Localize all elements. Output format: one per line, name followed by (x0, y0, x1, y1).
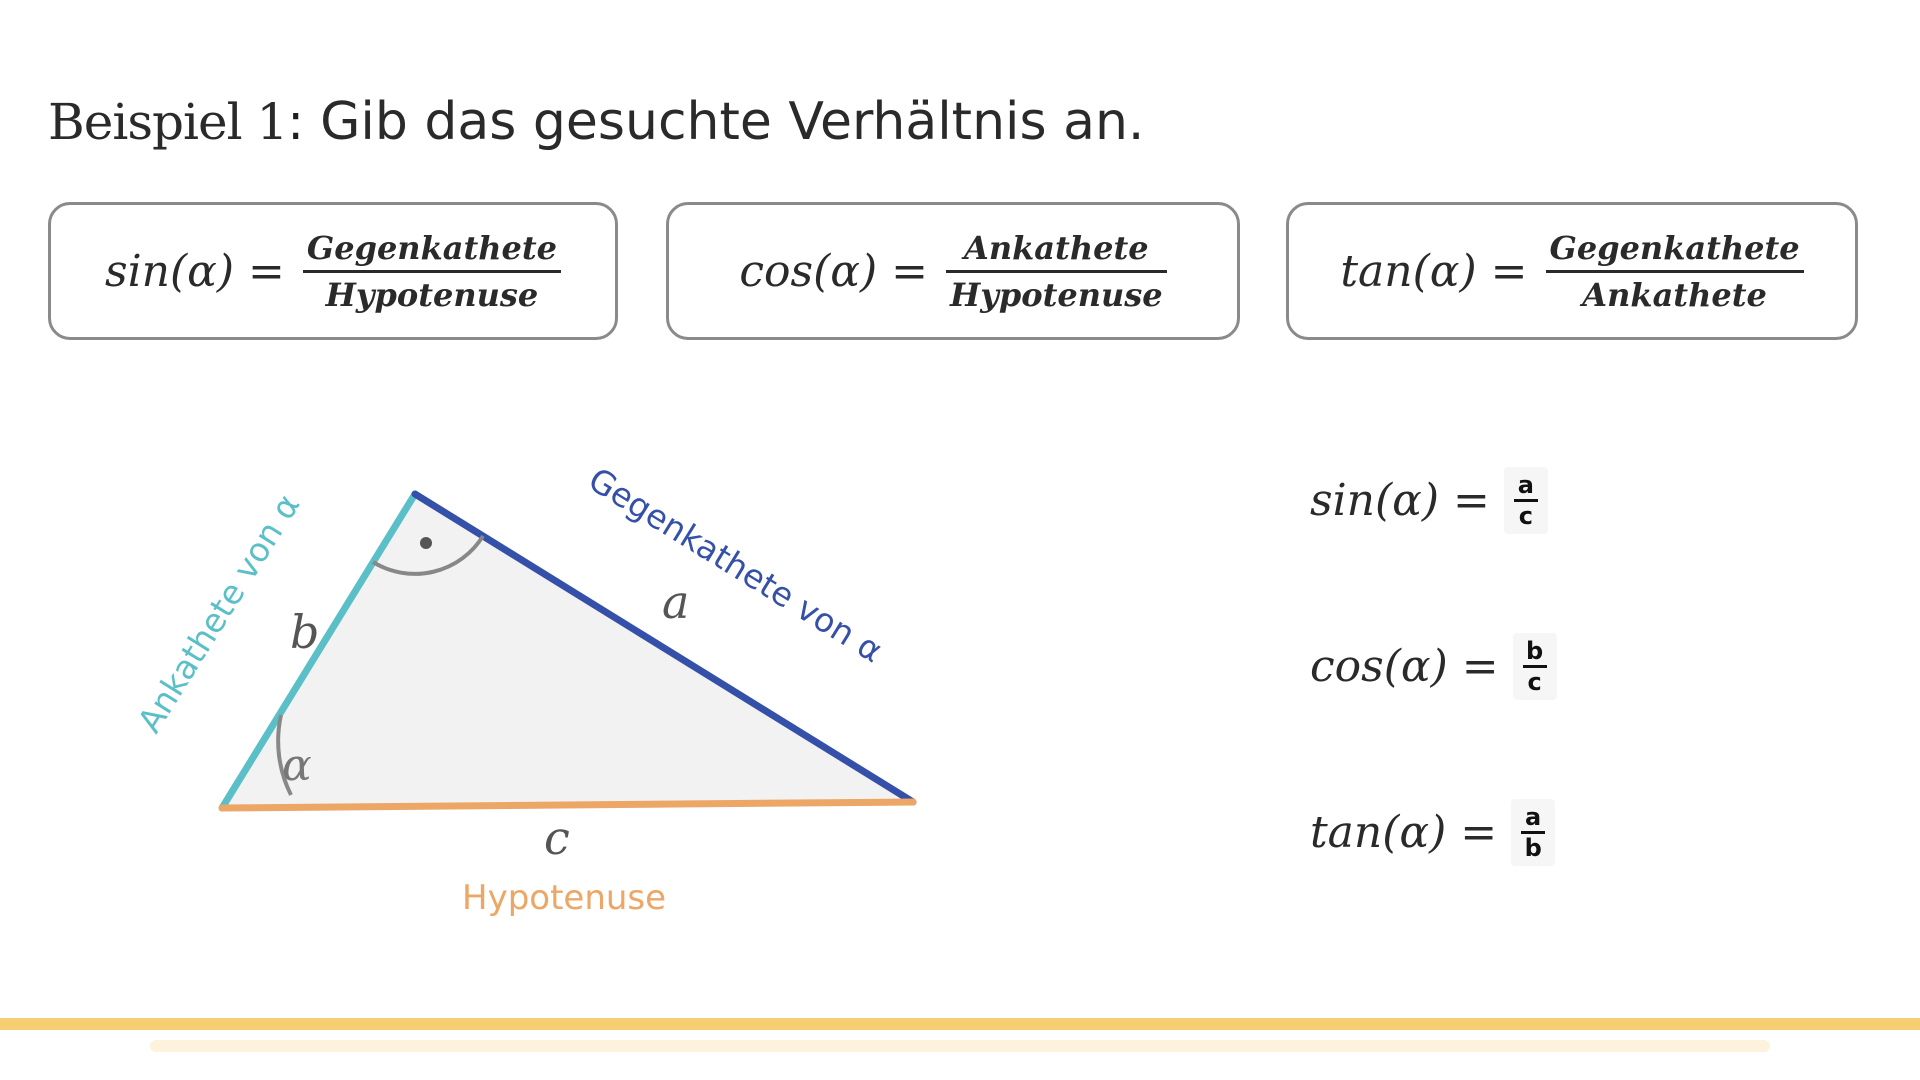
fraction-bar (302, 269, 562, 273)
right-angle-dot (420, 537, 432, 549)
answer-tan-lhs: tan(α) = (1310, 806, 1498, 858)
label-hypotenuse: Hypotenuse (462, 878, 666, 918)
formula-cos-denominator: Hypotenuse (950, 275, 1163, 314)
label-side-b: b (290, 605, 319, 659)
label-angle-alpha: α (282, 740, 312, 791)
video-progress-track[interactable] (150, 1040, 1770, 1052)
answer-cos-numerator: b (1526, 636, 1544, 665)
formula-sin-denominator: Hypotenuse (325, 275, 539, 314)
formula-cos-numerator: Ankathete (964, 228, 1149, 267)
label-side-a: a (662, 575, 689, 629)
label-side-c: c (544, 811, 570, 865)
formula-cos-fraction: Ankathete Hypotenuse (946, 226, 1167, 317)
formula-sin-lhs: sin(α) = (104, 245, 285, 297)
fraction-bar (1522, 664, 1547, 668)
answer-sin-denominator: c (1518, 501, 1533, 530)
answer-sin-fraction: a c (1503, 466, 1548, 534)
title-colon: : (287, 93, 305, 151)
formula-tan-fraction: Gegenkathete Ankathete (1545, 226, 1804, 317)
angle-alpha-arc (276, 714, 293, 796)
answer-sin: sin(α) = a c (1310, 450, 1548, 550)
formula-box-sin: sin(α) = Gegenkathete Hypotenuse (48, 202, 618, 340)
side-a-opposite (411, 490, 917, 806)
fraction-bar (1521, 830, 1546, 834)
answer-tan: tan(α) = a b (1310, 782, 1556, 882)
triangle-fill (222, 494, 913, 808)
formula-cos-lhs: cos(α) = (739, 245, 929, 297)
formula-box-tan: tan(α) = Gegenkathete Ankathete (1286, 202, 1858, 340)
label-ankathete: Ankathete von α (130, 487, 308, 739)
answer-tan-fraction: a b (1511, 798, 1556, 866)
fraction-bar (946, 269, 1167, 273)
right-angle-arc (371, 534, 485, 576)
answer-sin-numerator: a (1517, 470, 1534, 499)
answer-cos-lhs: cos(α) = (1310, 640, 1499, 692)
formula-tan-denominator: Ankathete (1582, 275, 1767, 314)
answer-cos-denominator: c (1527, 667, 1542, 696)
slide-title: Beispiel 1 : Gib das gesuchte Verhältnis… (48, 92, 1144, 172)
answer-sin-lhs: sin(α) = (1310, 474, 1490, 526)
fraction-bar (1513, 498, 1538, 502)
fraction-bar (1545, 269, 1804, 273)
answer-tan-numerator: a (1525, 802, 1542, 831)
title-prefix: Beispiel 1 (48, 93, 288, 151)
side-c-hypotenuse (218, 798, 917, 812)
answer-cos: cos(α) = b c (1310, 616, 1557, 716)
bottom-accent-bar (0, 1018, 1920, 1030)
formula-sin-numerator: Gegenkathete (306, 228, 558, 267)
answer-cos-fraction: b c (1512, 632, 1557, 700)
formula-box-cos: cos(α) = Ankathete Hypotenuse (666, 202, 1240, 340)
title-text: Gib das gesuchte Verhältnis an. (320, 92, 1145, 152)
formula-tan-numerator: Gegenkathete (1549, 228, 1800, 267)
formula-sin-fraction: Gegenkathete Hypotenuse (302, 226, 562, 317)
answer-tan-denominator: b (1524, 833, 1542, 862)
right-triangle-diagram: b a c α Ankathete von α Gegenkathete von… (130, 460, 917, 918)
formula-tan-lhs: tan(α) = (1340, 245, 1528, 297)
side-b-adjacent (218, 490, 419, 812)
